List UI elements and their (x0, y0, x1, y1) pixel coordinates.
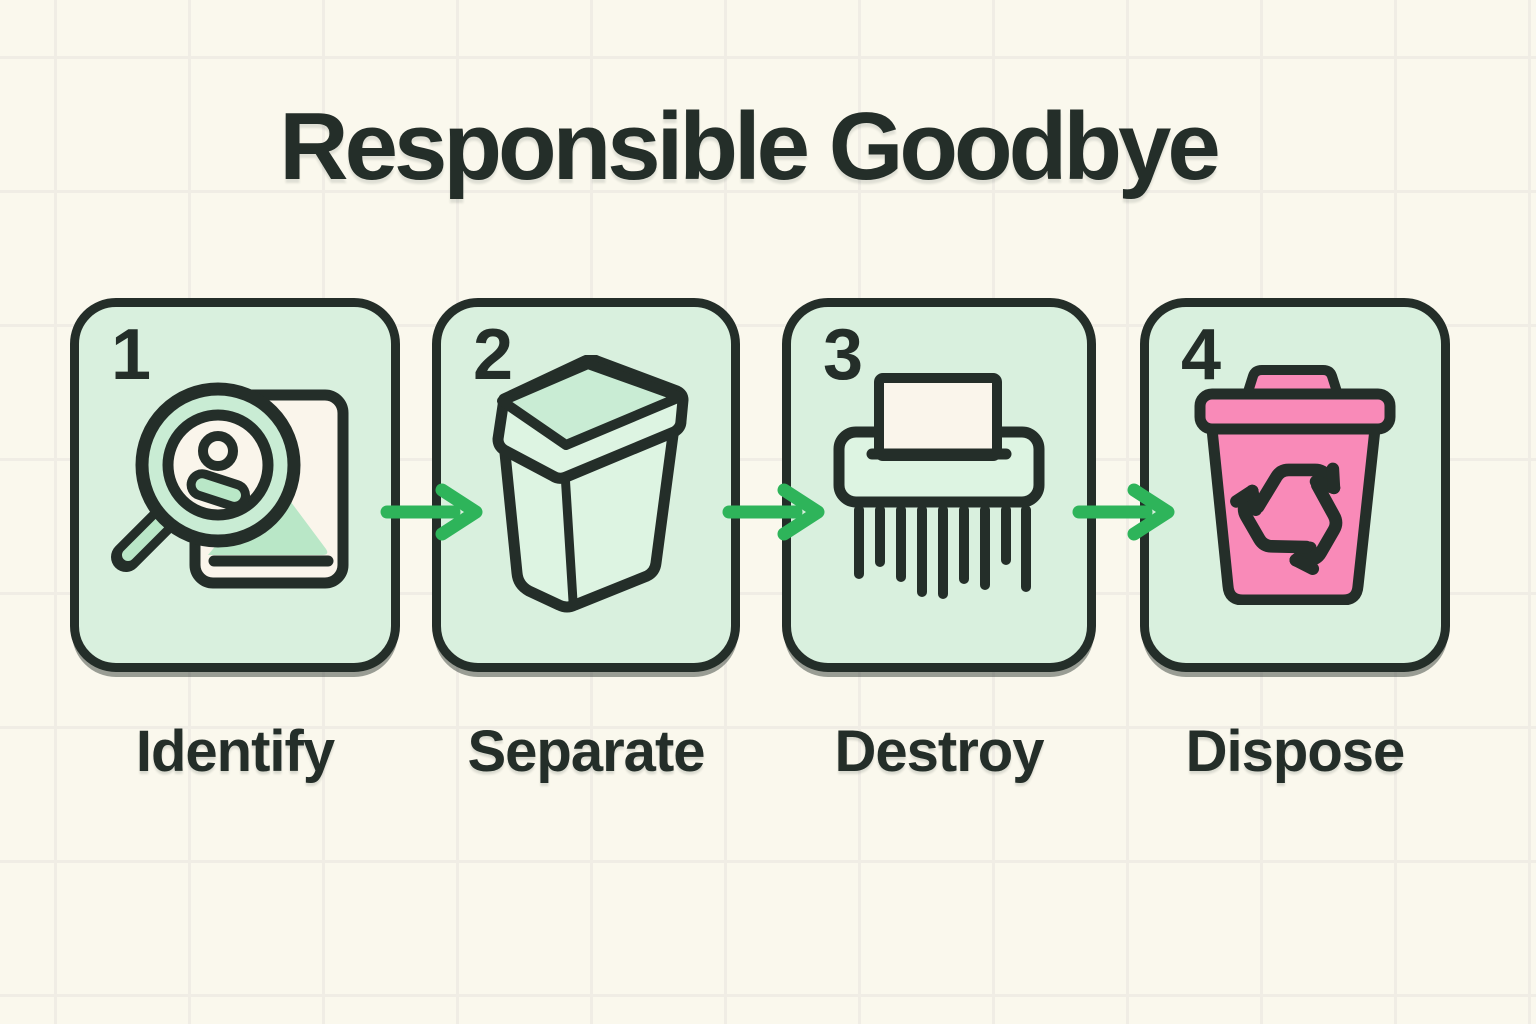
storage-bin-icon (492, 355, 689, 613)
step-destroy: 3 (782, 298, 1096, 785)
step-label: Destroy (834, 719, 1045, 784)
recycle-symbol-icon (1230, 462, 1343, 575)
page-title: Responsible Goodbye (279, 93, 1220, 200)
magnifier-photo-icon (111, 382, 349, 588)
step-label: Separate (467, 719, 705, 784)
step-number: 2 (473, 315, 514, 395)
step-card-1: 1 (70, 298, 400, 672)
step-card-3: 3 (782, 298, 1096, 672)
recycling-bin-icon (1194, 365, 1396, 605)
step-card-4: 4 (1140, 298, 1450, 672)
flow-arrow-icon (1072, 483, 1175, 541)
step-card-2: 2 (432, 298, 740, 672)
flow-arrow-icon (722, 483, 825, 541)
flow-arrow-icon (380, 483, 483, 541)
paper-shredder-icon (833, 373, 1045, 599)
step-separate: 2 Separate (432, 298, 740, 785)
step-dispose: 4 (1140, 298, 1450, 785)
step-number: 4 (1181, 315, 1222, 395)
step-number: 3 (823, 315, 864, 395)
step-label: Dispose (1185, 719, 1406, 784)
step-identify: 1 Identify (70, 298, 400, 785)
step-label: Identify (135, 719, 335, 784)
step-number: 1 (111, 315, 152, 395)
